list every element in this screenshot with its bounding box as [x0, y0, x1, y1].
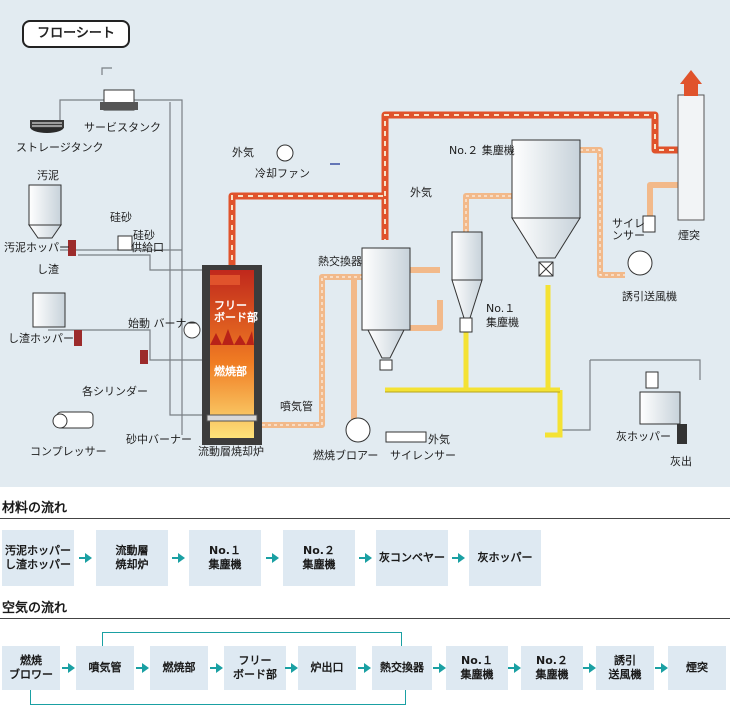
induced-fan-label: 誘引送風機	[622, 290, 677, 303]
sand-burner-label: 砂中バーナー	[126, 433, 192, 446]
flow-arrow	[583, 663, 596, 673]
air-step-freeboard: フリー ボード部	[224, 646, 286, 690]
material-flow-title: 材料の流れ	[2, 501, 68, 516]
flow-arrow	[172, 553, 185, 563]
air-flow-title: 空気の流れ	[2, 601, 68, 616]
flow-arrow	[655, 663, 668, 673]
flow-arrow	[452, 553, 465, 563]
combustion-label: 燃焼部	[214, 365, 247, 378]
material-step-ash-hopper: 灰ホッパー	[469, 530, 541, 586]
outside-air-label-1: 外気	[232, 146, 254, 159]
bypass-line	[30, 690, 406, 705]
no1-label-2: 集塵機	[486, 316, 519, 329]
no2-label: No.２ 集塵機	[449, 144, 515, 157]
air-step-furnace-outlet: 炉出口	[298, 646, 356, 690]
flow-arrow	[136, 663, 149, 673]
material-step-no1: No.１ 集塵機	[189, 530, 261, 586]
air-step-combustion: 燃焼部	[150, 646, 208, 690]
heat-exchanger-label: 熱交換器	[318, 255, 362, 268]
flowsheet-title: フローシート	[22, 20, 130, 48]
flow-arrow	[266, 553, 279, 563]
material-step-no2: No.２ 集塵機	[283, 530, 355, 586]
silencer-label-2: ンサー	[612, 229, 645, 242]
air-step-heat-exchanger: 熱交換器	[372, 646, 432, 690]
flowsheet-diagram: フローシート サービスタンク ストレージタンク 汚泥 汚泥ホッパー 硅砂 硅砂 …	[0, 0, 730, 487]
flow-arrow	[508, 663, 521, 673]
air-step-combustion-blower: 燃焼 ブロワー	[2, 646, 60, 690]
sludge-hopper-label: 汚泥ホッパー	[4, 241, 70, 254]
no1-label-1: No.１	[486, 302, 516, 315]
service-tank-label: サービスタンク	[84, 121, 161, 134]
flow-arrow	[285, 663, 298, 673]
cooling-fan-label: 冷却ファン	[255, 167, 310, 180]
divider	[0, 618, 730, 619]
flow-arrow	[79, 553, 92, 563]
outside-air-label-2: 外気	[410, 186, 432, 199]
flow-arrow	[359, 553, 372, 563]
silencer-label-1: サイレ	[612, 217, 645, 230]
nozzle-label: 噴気管	[280, 400, 313, 413]
divider	[0, 518, 730, 519]
silica-sand-label: 硅砂	[110, 211, 132, 224]
storage-tank-label: ストレージタンク	[16, 141, 104, 154]
silica-supply-label-2: 供給口	[131, 241, 164, 254]
air-step-no2: No.２ 集塵機	[521, 646, 583, 690]
flow-arrow	[358, 663, 371, 673]
sludge-label: 汚泥	[37, 169, 59, 182]
freeboard-label-1: フリー	[214, 299, 247, 312]
recirculation-line	[102, 632, 402, 647]
ash-out-label: 灰出	[670, 455, 692, 468]
material-step-ash-conveyor: 灰コンベヤー	[376, 530, 448, 586]
air-step-no1: No.１ 集塵機	[446, 646, 508, 690]
chimney-label: 煙突	[678, 229, 700, 242]
flowsheet-drawing	[28, 67, 705, 445]
flow-arrow	[210, 663, 223, 673]
material-step-incinerator: 流動層 焼却炉	[96, 530, 168, 586]
air-step-chimney: 煙突	[668, 646, 726, 690]
compressor-label: コンプレッサー	[30, 445, 107, 458]
ash-hopper-label: 灰ホッパー	[616, 430, 671, 443]
slag-label: し渣	[37, 263, 59, 276]
flow-arrow	[62, 663, 75, 673]
incinerator-label: 流動層焼却炉	[198, 445, 264, 458]
material-step-sludge-slag-hopper: 汚泥ホッパー し渣ホッパー	[2, 530, 74, 586]
combustion-blower-label: 燃焼ブロアー	[313, 449, 379, 462]
slag-hopper-label: し渣ホッパー	[8, 332, 74, 345]
silica-supply-label-1: 硅砂	[133, 229, 155, 242]
air-step-nozzle: 噴気管	[76, 646, 134, 690]
flow-arrow	[433, 663, 446, 673]
cylinders-label: 各シリンダー	[82, 385, 148, 398]
freeboard-label-2: ボード部	[214, 311, 258, 324]
silencer-bottom-label: サイレンサー	[390, 449, 456, 462]
start-burner-label: 始動 バーナー	[128, 317, 198, 330]
outside-air-label-3: 外気	[428, 433, 450, 446]
air-step-induced-fan: 誘引 送風機	[596, 646, 654, 690]
